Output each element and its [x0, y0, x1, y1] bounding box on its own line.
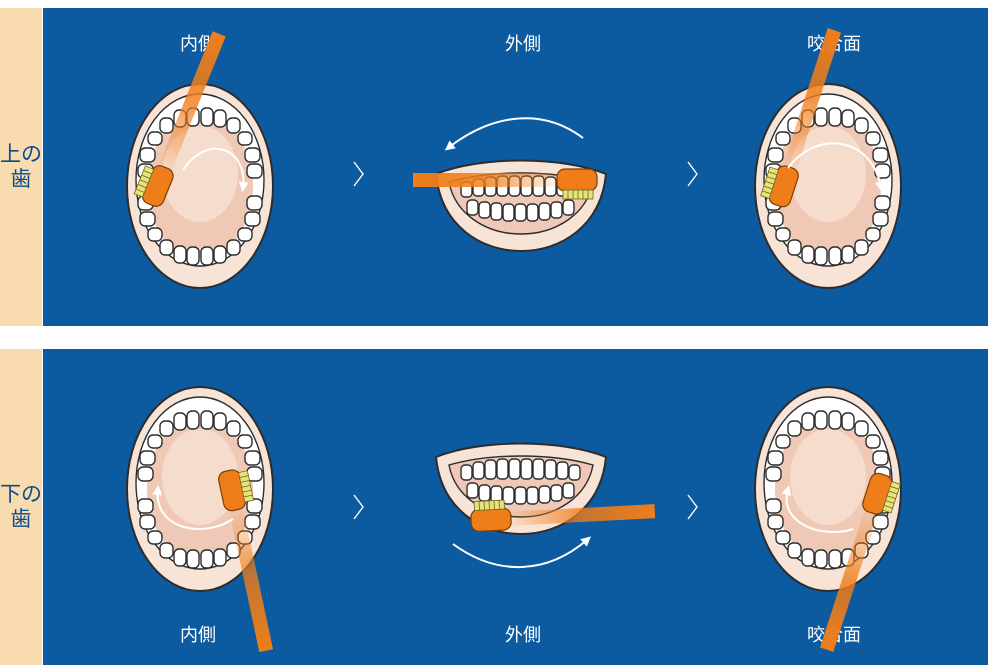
- lower-teeth-label: 下の 歯: [0, 482, 42, 532]
- next-step-chevron-icon: [688, 162, 697, 186]
- upper-teeth-row: 上の 歯 内側 外側 咬合面: [0, 8, 988, 326]
- lower-teeth-panel: 内側 外側 咬合面: [43, 349, 988, 665]
- next-step-chevron-icon: [354, 162, 363, 186]
- upper-teeth-label: 上の 歯: [0, 142, 42, 192]
- lower-teeth-row: 下の 歯 内側 外側 咬合面: [0, 349, 988, 665]
- upper-teeth-side-band: 上の 歯: [0, 8, 42, 326]
- lower-teeth-side-band: 下の 歯: [0, 349, 42, 665]
- brush-direction-arrow: [448, 118, 583, 148]
- brush-direction-arrow: [453, 539, 588, 567]
- lower-teeth-illustrations: [43, 349, 988, 665]
- upper-teeth-panel: 内側 外側 咬合面: [43, 8, 988, 326]
- next-step-chevron-icon: [354, 495, 363, 519]
- next-step-chevron-icon: [688, 495, 697, 519]
- upper-teeth-illustrations: [43, 8, 988, 326]
